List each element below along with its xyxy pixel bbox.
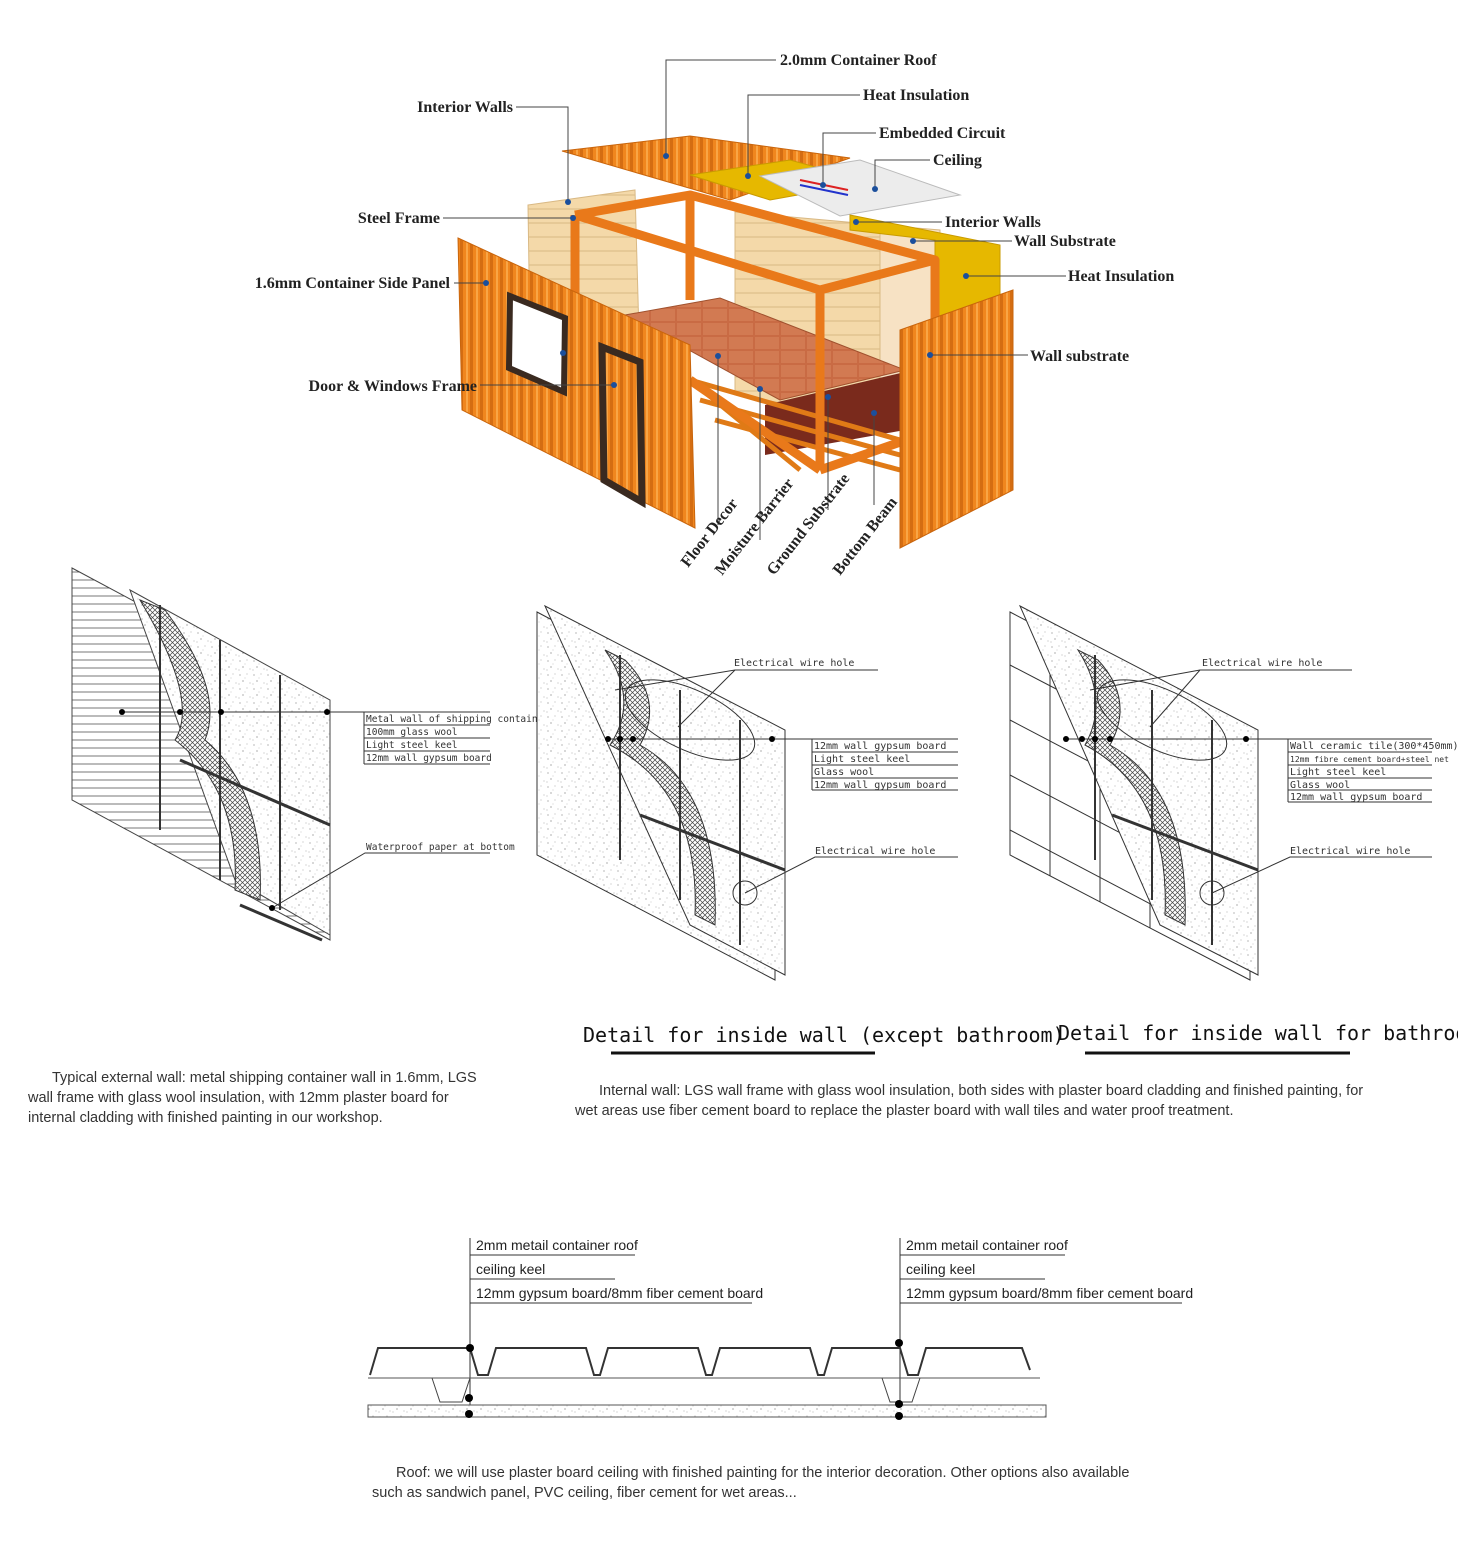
label-side-panel: 1.6mm Container Side Panel [255, 275, 451, 292]
label-container-roof: 2.0mm Container Roof [780, 52, 937, 69]
container-roof [561, 135, 851, 201]
bath-layer-5: 12mm wall gypsum board [1290, 792, 1422, 803]
inside-wall-detail: Electrical wire hole 12mm wall gypsum bo… [536, 604, 1065, 1055]
roof-section-detail: 2mm metail container roof ceiling keel 1… [367, 1237, 1193, 1420]
ext-layer-4: 12mm wall gypsum board [366, 753, 492, 764]
bath-wire-hole-bottom: Electrical wire hole [1290, 846, 1410, 857]
bath-layer-2: 12mm fibre cement board+steel net [1290, 755, 1449, 764]
roof-left-label-2: ceiling keel [476, 1261, 545, 1277]
ext-layer-1: Metal wall of shipping container [366, 714, 549, 725]
inside-layer-3: Glass wool [814, 767, 874, 778]
external-wall-detail: Metal wall of shipping container 100mm g… [71, 567, 549, 942]
exploded-leader-lines [443, 59, 1066, 540]
moisture-barrier [765, 372, 905, 455]
label-embedded-circuit: Embedded Circuit [879, 125, 1006, 142]
inside-wire-hole-top: Electrical wire hole [734, 658, 854, 669]
label-ceiling: Ceiling [933, 152, 982, 169]
bathroom-wall-detail: Electrical wire hole Wall ceramic tile(3… [1009, 604, 1458, 1055]
roof-right-label-2: ceiling keel [906, 1261, 975, 1277]
roof-right-label-1: 2mm metail container roof [906, 1237, 1068, 1253]
door-frame [598, 341, 646, 509]
bath-wire-hole-top: Electrical wire hole [1202, 658, 1322, 669]
inside-wall-title: Detail for inside wall (except bathroom) [583, 1023, 1065, 1047]
ceiling-board [367, 1404, 1047, 1418]
exploded-container-diagram: 2.0mm Container Roof Heat Insulation Emb… [255, 52, 1175, 578]
ceiling-panel [758, 159, 962, 217]
inside-layer-4: 12mm wall gypsum board [814, 780, 946, 791]
ext-layer-3: Light steel keel [366, 740, 458, 751]
container-side-panel-right [899, 289, 1014, 549]
inside-wire-hole-bottom: Electrical wire hole [815, 846, 935, 857]
internal-wall-caption: Internal wall: LGS wall frame with glass… [575, 1083, 1364, 1119]
ext-layer-2: 100mm glass wool [366, 727, 458, 738]
label-door-windows-frame: Door & Windows Frame [309, 378, 477, 395]
window-frame [505, 291, 569, 397]
roof-corrugation [369, 1347, 1031, 1376]
label-interior-walls-right: Interior Walls [945, 214, 1041, 231]
label-wall-substrate-upper: Wall Substrate [1014, 233, 1116, 250]
bath-layer-3: Light steel keel [1290, 767, 1386, 778]
roof-left-label-1: 2mm metail container roof [476, 1237, 638, 1253]
label-wall-substrate-lower: Wall substrate [1030, 348, 1129, 365]
inside-layer-2: Light steel keel [814, 754, 910, 765]
bathroom-wall-title: Detail for inside wall for bathroom [1058, 1021, 1458, 1045]
inside-layer-1: 12mm wall gypsum board [814, 741, 946, 752]
label-heat-insulation-top: Heat Insulation [863, 87, 969, 104]
roof-caption: Roof: we will use plaster board ceiling … [372, 1465, 1130, 1501]
external-wall-caption: Typical external wall: metal shipping co… [28, 1070, 477, 1126]
label-bottom-beam: Bottom Beam [830, 494, 902, 579]
label-heat-insulation-right: Heat Insulation [1068, 268, 1174, 285]
label-steel-frame: Steel Frame [358, 210, 440, 227]
bath-layer-4: Glass wool [1290, 780, 1350, 791]
ext-bottom-note: Waterproof paper at bottom [366, 842, 515, 853]
roof-left-label-3: 12mm gypsum board/8mm fiber cement board [476, 1285, 763, 1301]
bath-layer-1: Wall ceramic tile(300*450mm) [1290, 741, 1458, 752]
roof-right-label-3: 12mm gypsum board/8mm fiber cement board [906, 1285, 1193, 1301]
label-interior-walls-left: Interior Walls [417, 99, 513, 116]
exploded-leader-dots [483, 153, 969, 416]
